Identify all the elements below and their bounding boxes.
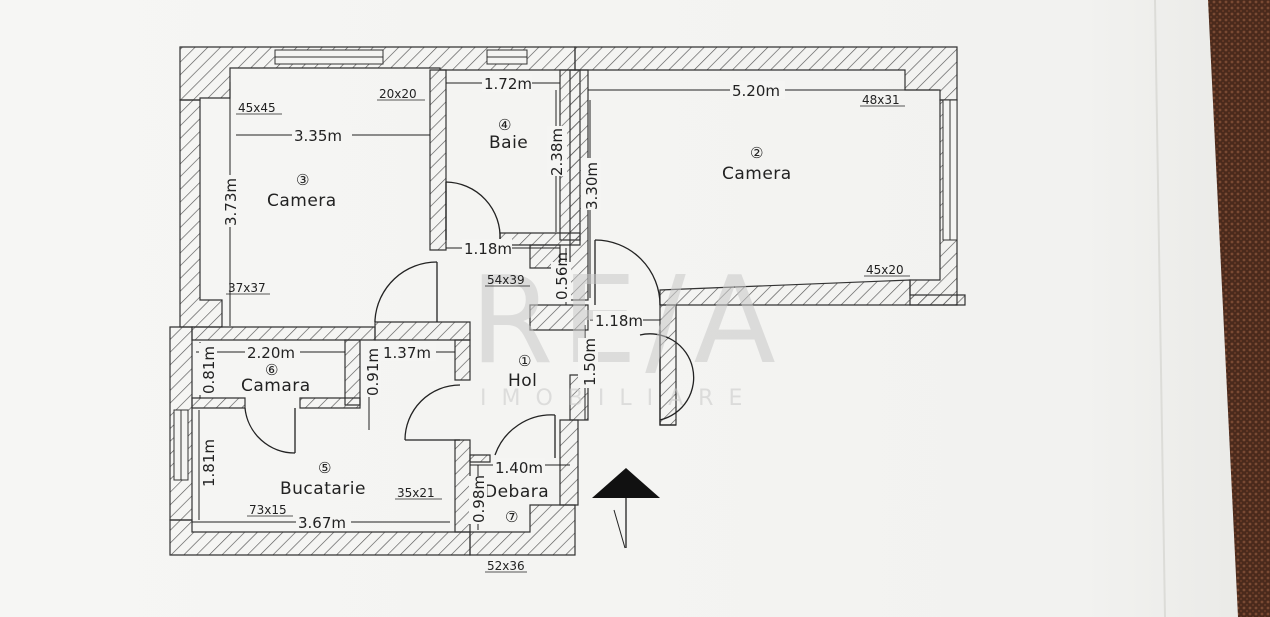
- wall-bucatarie-hol-lower: [454, 439, 471, 533]
- door-baie: [445, 181, 501, 241]
- door-bucatarie: [404, 384, 461, 441]
- room-name-hol: Hol: [508, 371, 537, 391]
- carpet-background: [1208, 0, 1270, 617]
- column-label-c4: 45x20: [866, 263, 904, 277]
- wall-camara-right: [344, 339, 361, 406]
- wall-camara-bottom-right: [299, 397, 361, 409]
- door-debara: [494, 414, 556, 456]
- dim-debara-height: 0.98m: [470, 475, 488, 523]
- dim-camera2-width: 5.20m: [732, 82, 780, 100]
- dim-debara-width: 1.40m: [495, 459, 543, 477]
- room-name-camera-3: Camera: [267, 191, 337, 211]
- dim-camera3-height: 3.73m: [222, 178, 240, 226]
- column-label-c9: 52x36: [487, 559, 525, 573]
- door-camera2: [594, 239, 661, 306]
- dim-camara-height: 0.81m: [200, 346, 218, 394]
- column-label-c2: 20x20: [379, 87, 417, 101]
- wall-bottom-right-room: [659, 279, 966, 306]
- dim-baie-height: 2.38m: [548, 128, 566, 176]
- column-label-c3: 48x31: [862, 93, 900, 107]
- dim-camera3-width: 3.35m: [294, 127, 342, 145]
- dim-bucatarie-width: 3.67m: [298, 514, 346, 532]
- room-name-camera-2: Camera: [722, 164, 792, 184]
- dim-hol-niche: 0.56m: [553, 252, 571, 300]
- paper-edge-shadow: [1154, 0, 1166, 617]
- column-label-c7: 35x21: [397, 486, 435, 500]
- wall-camera3-baie: [429, 69, 447, 251]
- dim-hol-height: 1.50m: [581, 338, 599, 386]
- room-number-6: ⑥: [265, 361, 278, 379]
- room-number-5: ⑤: [318, 459, 331, 477]
- column-label-c8: 73x15: [249, 503, 287, 517]
- doors: [244, 181, 695, 458]
- room-name-camara: Camara: [241, 376, 311, 396]
- dimension-labels: 3.35m 3.73m 1.72m 2.38m 5.20m 3.30m 1.18…: [199, 74, 785, 532]
- door-camera3: [374, 261, 438, 322]
- wall-camera3-hol: [374, 321, 471, 341]
- column-label-c5: 37x37: [228, 281, 266, 295]
- room-number-7: ⑦: [505, 508, 518, 526]
- dim-hol-left-height: 0.91m: [364, 348, 382, 396]
- wall-hol-right: [569, 69, 589, 301]
- room-number-3: ③: [296, 171, 309, 189]
- door-entrance: [659, 330, 676, 426]
- dim-hol-right: 1.18m: [595, 312, 643, 330]
- room-name-bucatarie: Bucatarie: [280, 479, 366, 499]
- dim-baie-width: 1.72m: [484, 75, 532, 93]
- room-name-debara: Debara: [484, 482, 549, 502]
- north-arrow: [592, 468, 660, 548]
- room-number-2: ②: [750, 144, 763, 162]
- wall-camera3-camara: [191, 326, 376, 341]
- dim-camara-width: 2.20m: [247, 344, 295, 362]
- wall-camara-bottom: [191, 397, 246, 409]
- wall-hol-niche-lower: [529, 304, 589, 331]
- door-camara: [244, 407, 296, 454]
- column-labels: 45x45 20x20 48x31 45x20 37x37 54x39 35x2…: [226, 87, 910, 573]
- dim-camera2-height: 3.30m: [583, 162, 601, 210]
- watermark-tagline: IMOBILIARE: [480, 386, 757, 411]
- dim-hol-top: 1.18m: [464, 240, 512, 258]
- wall-debara-top: [469, 454, 491, 463]
- room-name-baie: Baie: [489, 133, 528, 153]
- wall-bucatarie-hol-upper: [454, 339, 471, 381]
- dim-hol-left: 1.37m: [383, 344, 431, 362]
- room-labels: ③ Camera ④ Baie ② Camera ① Hol ⑥ Camara …: [241, 116, 792, 526]
- wall-debara-right: [559, 419, 579, 506]
- room-number-1: ①: [518, 352, 531, 370]
- room-number-4: ④: [498, 116, 511, 134]
- column-label-c6: 54x39: [487, 273, 525, 287]
- column-label-c1: 45x45: [238, 101, 276, 115]
- windows: [173, 49, 958, 481]
- dim-bucatarie-height: 1.81m: [200, 439, 218, 487]
